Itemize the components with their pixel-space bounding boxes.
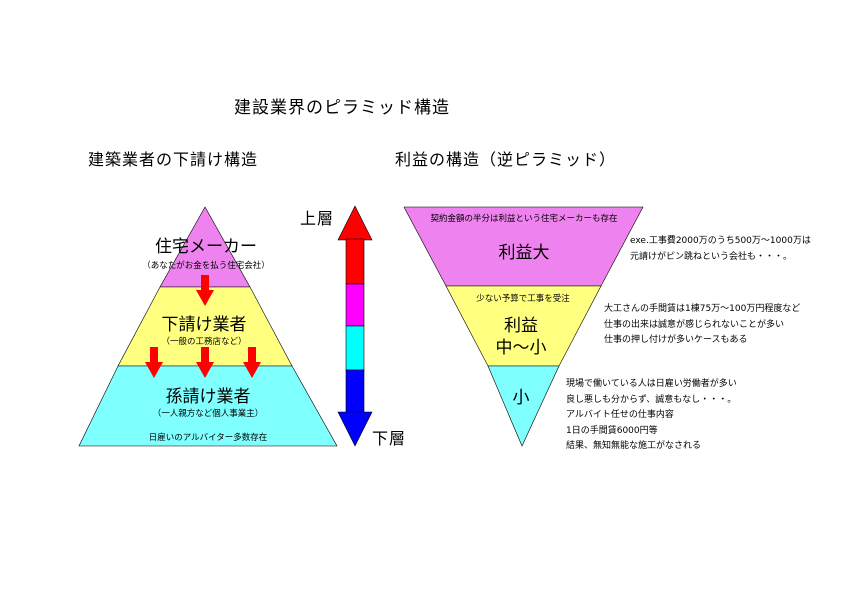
- pyramid-tier-bottom: [78, 365, 338, 447]
- inverted-tier2-label-line2: 中～小: [495, 338, 547, 358]
- axis-bottom-label: 下層: [372, 429, 407, 448]
- annotation-top: exe.工事費2000万のうち500万～1000万は 元請けがピン跳ねという会社…: [630, 236, 811, 262]
- tier1-sub: （あなたがお金を払う住宅会社）: [142, 261, 270, 271]
- inverted-tier2-note: 少ない予算で工事を受注: [476, 294, 570, 304]
- tier2-sub: （一般の工務店など）: [161, 337, 247, 347]
- tier1-label: 住宅メーカー: [155, 237, 257, 257]
- tier3-sub: （一人親方など個人事業主）: [152, 409, 264, 419]
- inverted-tier1-note: 契約金額の半分は利益という住宅メーカーも存在: [430, 214, 618, 224]
- down-arrow-icon: [196, 275, 214, 306]
- right-heading: 利益の構造（逆ピラミッド）: [395, 150, 617, 169]
- page-title: 建設業界のピラミッド構造: [234, 98, 450, 118]
- down-arrow-icon: [196, 347, 214, 378]
- tier3-note: 日雇いのアルバイター多数存在: [148, 433, 268, 443]
- left-heading: 建築業者の下請け構造: [88, 150, 259, 169]
- tier3-label: 孫請け業者: [165, 387, 251, 407]
- axis-top-label: 上層: [300, 209, 335, 228]
- annotation-middle: 大工さんの手間賃は1棟75万～100万円程度など 仕事の出来は誠意が感じられない…: [604, 304, 801, 345]
- inverted-tier2-label-line1: 利益: [504, 316, 538, 336]
- tier2-label: 下請け業者: [161, 315, 247, 335]
- hierarchy-arrow: [337, 205, 373, 447]
- annotation-bottom: 現場で働いている人は日雇い労働者が多い 良し悪しも分からず、誠意もなし・・・。 …: [566, 379, 737, 451]
- inverted-tier1-label: 利益大: [498, 243, 550, 263]
- down-arrow-icon: [243, 347, 261, 378]
- down-arrow-icon: [145, 347, 163, 378]
- inverted-tier-bottom: [487, 365, 560, 447]
- inverted-tier3-label: 小: [512, 388, 530, 408]
